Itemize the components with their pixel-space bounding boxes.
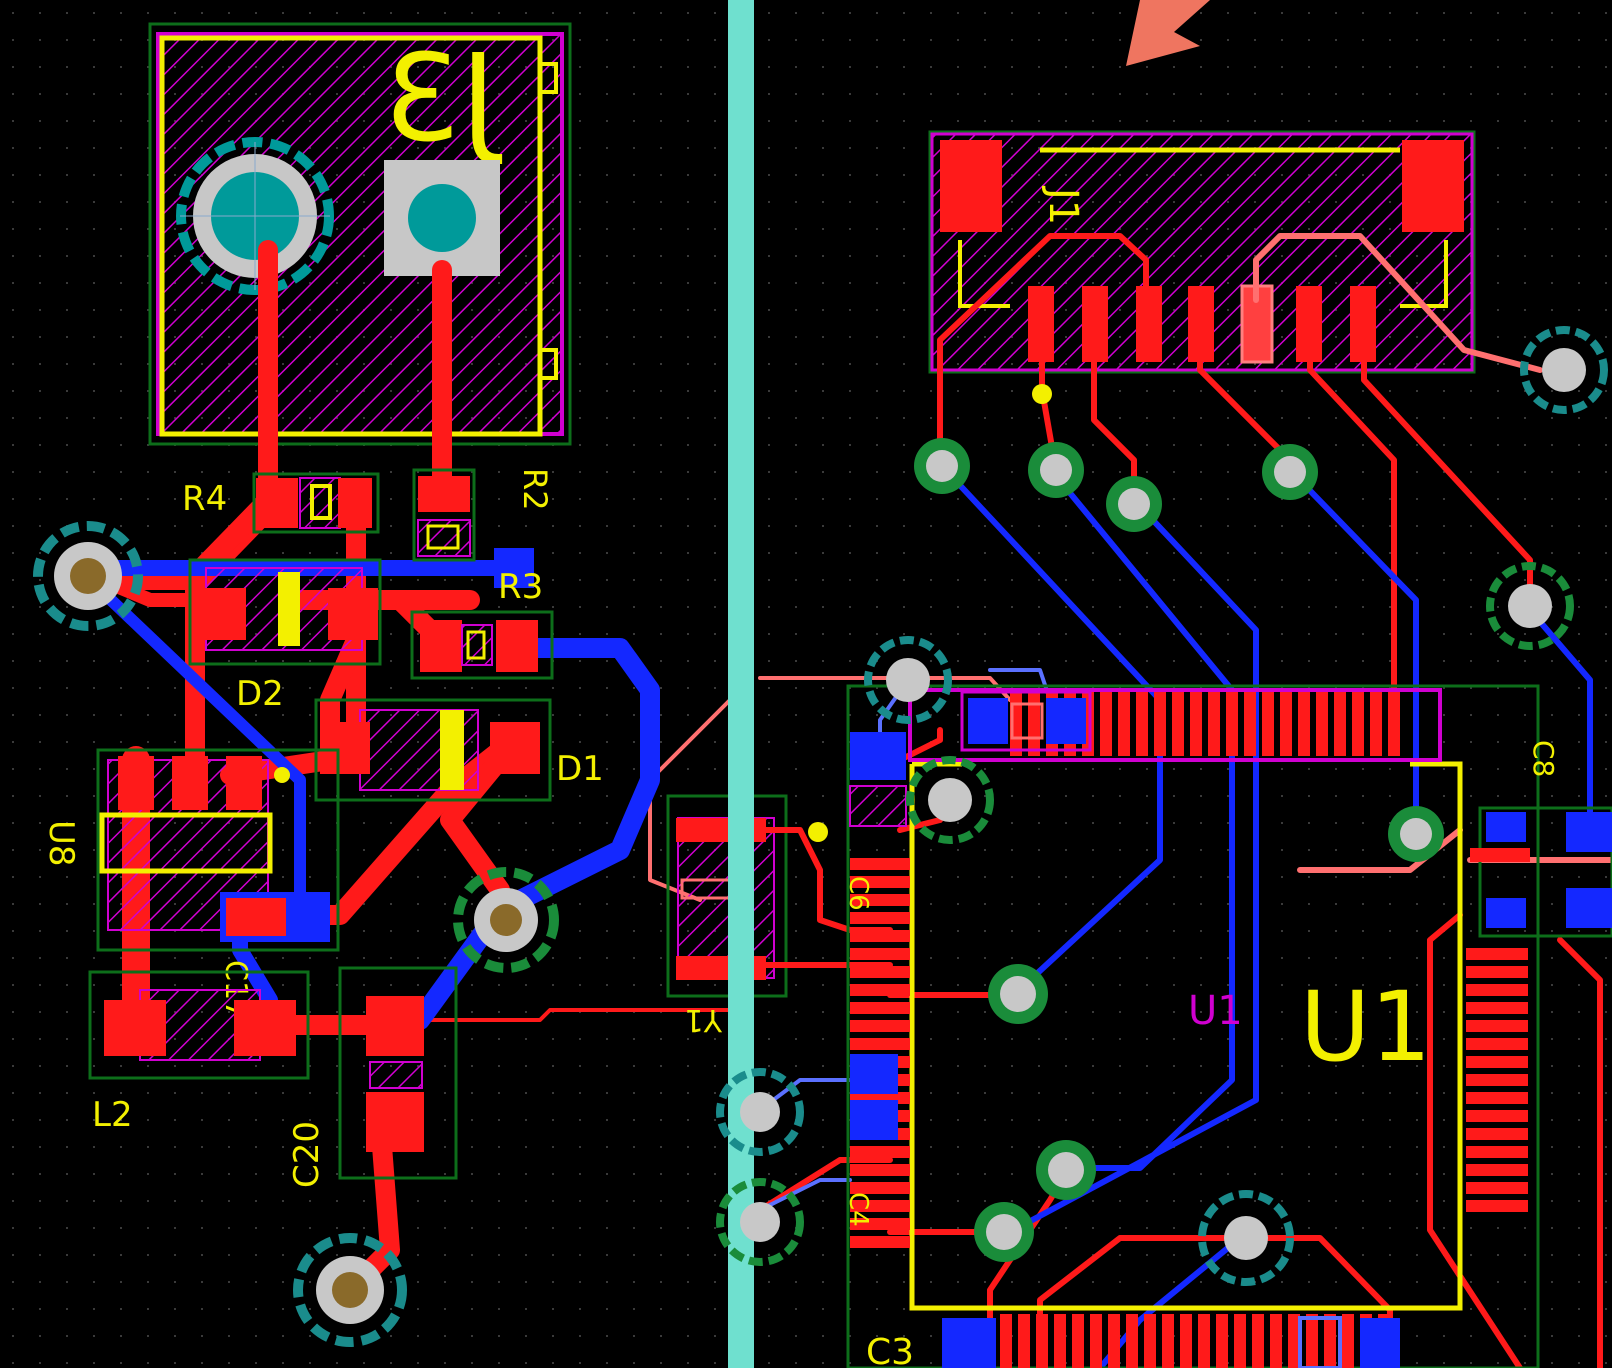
via-r14 xyxy=(716,1068,804,1156)
u1-footprint[interactable]: U1 U1 xyxy=(846,684,1540,1368)
l2-footprint[interactable]: L2 xyxy=(88,970,310,1135)
via-r6 xyxy=(1486,562,1574,650)
via-r1 xyxy=(914,438,970,494)
via-r15 xyxy=(716,1178,804,1266)
r4-footprint[interactable]: R4 xyxy=(182,472,380,534)
u1-bottom-pins xyxy=(1000,1314,1390,1368)
c4-footprint[interactable]: C4 xyxy=(843,1054,898,1227)
c6-refdes: C6 xyxy=(843,876,873,911)
j1-shield-pad-left xyxy=(940,140,1002,232)
y1-refdes: Y1 xyxy=(685,1002,723,1037)
via-left-1 xyxy=(33,521,143,631)
u8-refdes: U8 xyxy=(41,820,81,867)
via-r13 xyxy=(1198,1190,1294,1286)
c8-refdes: C8 xyxy=(1527,740,1560,777)
cursor-arrow-icon xyxy=(1126,0,1210,66)
vias-right[interactable] xyxy=(716,326,1608,1286)
via-r4 xyxy=(1262,444,1318,500)
j1-refdes: J1 xyxy=(1040,185,1086,225)
u1-refdes: U1 xyxy=(1300,971,1431,1083)
via-r9 xyxy=(1388,806,1444,862)
left-board-region[interactable]: J3 xyxy=(33,22,788,1347)
j1-shield-pad-right xyxy=(1402,140,1464,232)
pane-divider[interactable] xyxy=(728,0,754,1368)
via-r7 xyxy=(864,636,952,724)
u8-footprint[interactable]: U8 xyxy=(41,748,340,952)
u1-fab-refdes: U1 xyxy=(1188,988,1243,1034)
c3-footprint[interactable]: C3 xyxy=(866,690,1092,1368)
via-r11 xyxy=(1036,1140,1096,1200)
c20-footprint[interactable]: C20 xyxy=(287,966,458,1188)
right-board-region[interactable]: J1 xyxy=(716,0,1612,1368)
via-r12 xyxy=(974,1202,1034,1262)
l2-refdes: L2 xyxy=(92,1095,133,1135)
pin1-marker-u1 xyxy=(808,822,828,842)
via-r3 xyxy=(1106,476,1162,532)
c3-refdes: C3 xyxy=(866,1332,914,1368)
u1-right-pins xyxy=(1466,948,1528,1212)
d1-footprint[interactable]: D1 xyxy=(314,698,604,802)
d1-refdes: D1 xyxy=(556,749,604,789)
j1-footprint[interactable]: J1 xyxy=(928,130,1476,374)
via-r5 xyxy=(1520,326,1608,414)
c20-refdes: C20 xyxy=(287,1121,327,1188)
via-left-3 xyxy=(293,1233,407,1347)
r2-refdes: R2 xyxy=(516,468,554,511)
c8-footprint[interactable]: C8 xyxy=(1470,740,1612,938)
r2-footprint[interactable]: R2 xyxy=(412,468,554,562)
c6-footprint[interactable]: C6 xyxy=(843,732,907,911)
via-r8 xyxy=(906,756,994,844)
vias-left[interactable] xyxy=(33,521,559,1347)
j3-footprint[interactable]: J3 xyxy=(148,22,572,446)
r3-refdes: R3 xyxy=(498,567,543,607)
d2-footprint[interactable]: D2 xyxy=(188,558,382,714)
via-r10 xyxy=(988,964,1048,1024)
d2-refdes: D2 xyxy=(236,674,284,714)
r3-footprint[interactable]: R3 xyxy=(410,548,554,680)
c4-refdes: C4 xyxy=(843,1192,873,1227)
r4-refdes: R4 xyxy=(182,479,227,519)
pin1-marker-j1 xyxy=(1032,384,1052,404)
j3-refdes: J3 xyxy=(384,30,503,169)
via-left-2 xyxy=(453,867,559,973)
via-r2 xyxy=(1028,442,1084,498)
bottom-caps[interactable] xyxy=(942,1316,1400,1368)
